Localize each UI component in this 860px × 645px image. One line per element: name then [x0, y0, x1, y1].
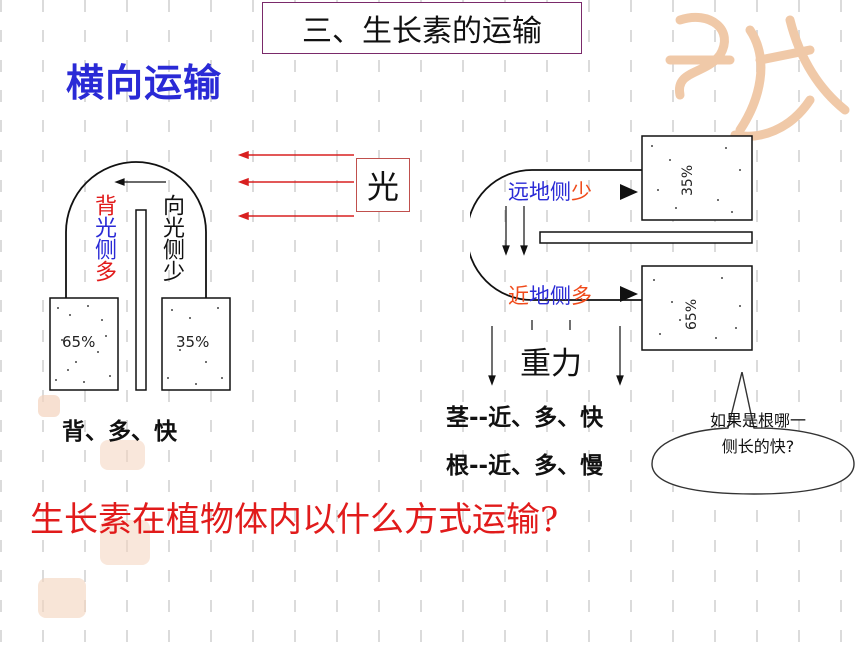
back-light-char-1: 背 — [91, 194, 116, 216]
block-bottom-percent: 65% — [684, 298, 700, 330]
near-text: 近 — [508, 284, 529, 308]
toward-light-side-label: 向光侧少 — [159, 194, 184, 282]
toward-light-char-1: 向 — [159, 194, 184, 216]
decorative-seal-small-4 — [38, 578, 86, 618]
transport-question: 生长素在植物体内以什么方式运输? — [30, 500, 559, 540]
light-label: 光 — [356, 158, 410, 212]
root-caption: 根--近、多、慢 — [446, 453, 604, 479]
bubble-line-2: 侧长的快? — [721, 437, 795, 456]
decorative-seal-small-1 — [38, 395, 60, 417]
near-ground-side-label: 近地侧多 — [508, 280, 592, 310]
toward-light-char-2: 光 — [159, 216, 184, 238]
gravity-label: 重力 — [520, 346, 582, 382]
block-top-percent: 35% — [680, 164, 696, 196]
back-light-char-2: 光 — [91, 216, 116, 238]
far-ground-side-label: 远地侧少 — [508, 176, 592, 206]
speech-bubble — [651, 372, 855, 495]
bubble-question: 如果是根哪一 侧长的快? — [690, 408, 826, 460]
gravitropism-diagram — [470, 135, 753, 386]
back-light-side-label: 背光侧多 — [91, 194, 116, 282]
block-left-percent: 65% — [62, 333, 96, 351]
block-right-percent: 35% — [176, 333, 210, 351]
back-light-char-4: 多 — [91, 260, 116, 282]
toward-light-char-3: 侧 — [159, 238, 184, 260]
phototropism-diagram — [49, 150, 354, 391]
left-caption: 背、多、快 — [62, 419, 177, 445]
far-ground-less-text: 少 — [571, 180, 592, 204]
decorative-seal-small-2 — [100, 440, 145, 470]
back-light-char-3: 侧 — [91, 238, 116, 260]
stem-caption: 茎--近、多、快 — [446, 405, 604, 431]
far-ground-side-text: 远地侧 — [508, 180, 571, 204]
ground-side-text: 地侧 — [529, 284, 571, 308]
bubble-line-1: 如果是根哪一 — [709, 411, 806, 430]
section-heading: 横向运输 — [66, 61, 223, 105]
toward-light-char-4: 少 — [159, 260, 184, 282]
decorative-seal-small-3 — [100, 520, 150, 565]
near-more-text: 多 — [571, 284, 592, 308]
slide-title: 三、生长素的运输 — [262, 2, 582, 54]
